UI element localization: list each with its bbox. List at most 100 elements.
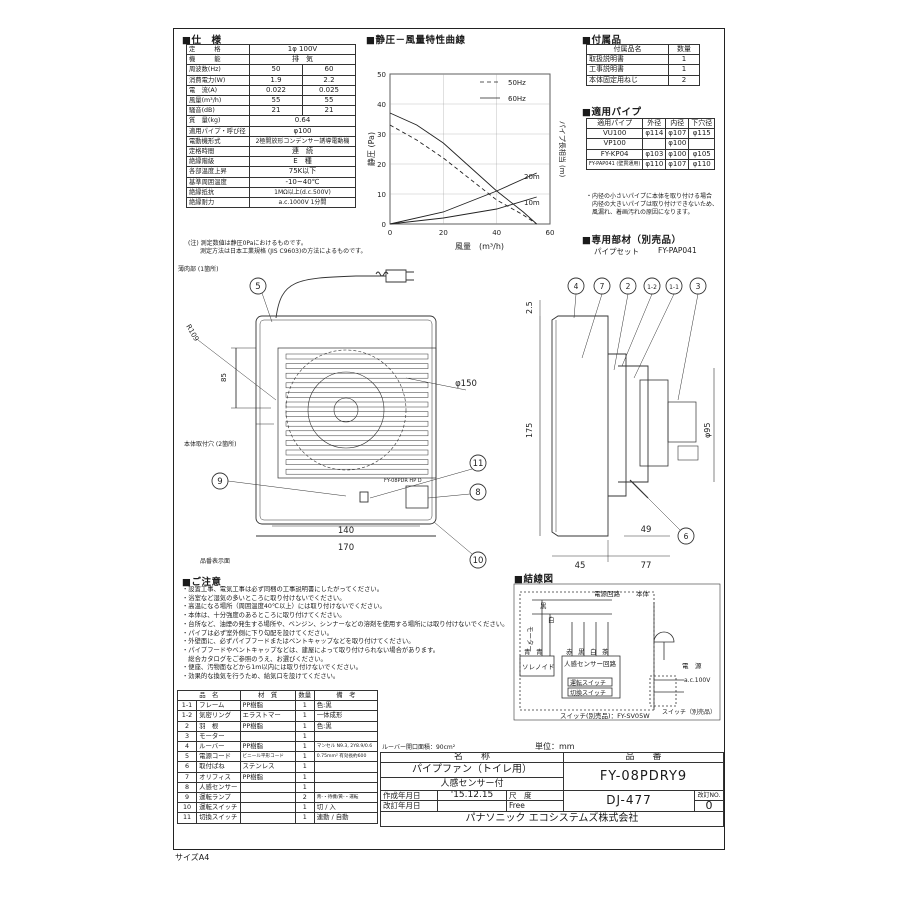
parts-cell: 6	[176, 761, 198, 773]
parts-cell: ビニール平形コード	[239, 751, 296, 763]
parts-cell: 電源コード	[196, 751, 241, 763]
accessory-qty: 1	[668, 64, 700, 76]
parts-cell: 連動 / 自動	[313, 812, 379, 824]
parts-header-row: 品 名材 質数量備 考	[177, 689, 379, 702]
pipes-header-row: 適用パイプ外径内径下穴径	[585, 117, 716, 130]
legend-50hz: 50Hz	[508, 79, 526, 87]
spec-value: -10~40℃	[249, 176, 356, 188]
y2-axis-label: パイプ長相当 (m)	[558, 121, 567, 178]
pipe-cell: φ110	[688, 158, 716, 171]
parts-cell: 1	[294, 771, 315, 783]
legend-60hz: 60Hz	[508, 95, 526, 103]
pipe-cell: FY-KP04	[585, 148, 644, 160]
curve-title: ■静圧－風量特性曲線	[366, 35, 466, 46]
switch-symbol	[653, 631, 675, 643]
parts-cell: 0.75mm² 有効長約600	[313, 751, 379, 763]
parts-cell: 切 / 入	[313, 802, 379, 814]
pipe-cell: VU100	[585, 128, 644, 140]
pipe-cell: φ100	[665, 138, 690, 150]
parts-cell: 5	[176, 751, 198, 763]
caution-line: ・設置工事、電気工事は必ず同梱の工事説明書にしたがってください。	[182, 586, 383, 593]
x-tick-label: 0	[388, 229, 392, 237]
fan-circle	[285, 349, 407, 471]
special-parts-label: パイプセット	[594, 247, 639, 256]
revised-date	[437, 800, 507, 812]
wiring-title: ■結線図	[514, 574, 554, 585]
parts-cell: 8	[176, 781, 198, 794]
solenoid-label: ソレノイド	[522, 663, 555, 671]
y-tick-label: 20	[377, 161, 386, 169]
wire-blue-2: 青	[536, 647, 543, 656]
parts-cell: 4	[176, 741, 198, 753]
parts-cell: 1	[294, 751, 315, 763]
spec-label: 騒音(dB)	[186, 105, 250, 117]
louver-slat	[285, 411, 429, 417]
body-label: 本体	[636, 589, 650, 598]
x-tick-label: 60	[546, 229, 555, 237]
parts-cell: オリフィス	[196, 771, 241, 783]
spec-label: 電 流(A)	[186, 84, 250, 97]
parts-cell: 取付ばね	[196, 761, 241, 773]
wire-black: 黒	[540, 602, 547, 610]
power-circuit-label: 電源回路	[594, 589, 621, 598]
louver-slat	[285, 363, 429, 369]
parts-cell: 一体成形	[313, 710, 379, 722]
special-parts-model: FY-PAP041	[658, 246, 697, 255]
callout-6-text: 6	[684, 532, 689, 541]
product-label: 品番表示面	[200, 557, 230, 565]
spec-value: 排 気	[249, 54, 356, 66]
side-view-drawing: 4 7 2 1-2 1-1 3 6 45 77 49 2.5 175 φ95	[525, 277, 715, 570]
parts-cell: 羽 根	[196, 720, 241, 732]
ac-label: a.c.100V	[684, 677, 711, 684]
power-plug	[385, 269, 407, 283]
parts-cell: 7	[176, 771, 198, 783]
parts-cell	[239, 812, 296, 824]
parts-cell: ステンレス	[239, 761, 296, 773]
title-block: 名 称 品 番 パイプファン（トイレ用） FY-08PDRY9 人感センサー付 …	[380, 751, 724, 827]
cord-label: 薄肉部 (1箇所)	[178, 265, 218, 273]
spec-label: 絶縁抵抗	[186, 186, 250, 199]
spec-label: 周波数(Hz)	[186, 64, 250, 76]
callout-8-text: 8	[475, 488, 480, 498]
spec-value-50hz: 21	[249, 105, 303, 117]
pipe-cell: VP100	[585, 138, 644, 150]
series-line-60Hz	[389, 112, 538, 225]
dim-2-5: 2.5	[525, 301, 534, 314]
parts-cell: 1	[294, 700, 315, 712]
parts-cell: 1	[294, 730, 315, 743]
callout-11-text: 11	[473, 459, 484, 469]
parts-cell: 1	[294, 812, 315, 824]
x-tick-label: 20	[439, 229, 448, 237]
caution-line: ・本体は、十分強度のあるところに取り付けてください。	[182, 612, 346, 620]
wire-blue-1: 青	[524, 647, 531, 656]
parts-cell: 色:黒	[313, 720, 379, 732]
callout-9-text: 9	[217, 477, 222, 487]
y-tick-label: 10	[377, 191, 386, 199]
pipes-title: ■適用パイプ	[582, 107, 642, 118]
wire-white-2: 白	[590, 647, 597, 656]
parts-cell: 人感センサー	[196, 781, 241, 794]
run-switch-label: 運転スイッチ	[570, 679, 606, 687]
wiring-diagram: モーター 電源回路 本体 黒 白 青 青 赤 黒 白 茶 ソレノイド 人感センサ…	[513, 583, 721, 721]
spec-title: ■仕 様	[182, 35, 222, 46]
spec-label: 消費電力(W)	[186, 74, 250, 86]
dim-85: 85	[220, 373, 228, 382]
spec-label: 風量(m³/h)	[186, 95, 250, 107]
series-line-10m	[389, 196, 537, 225]
drawing-frame	[173, 28, 725, 850]
